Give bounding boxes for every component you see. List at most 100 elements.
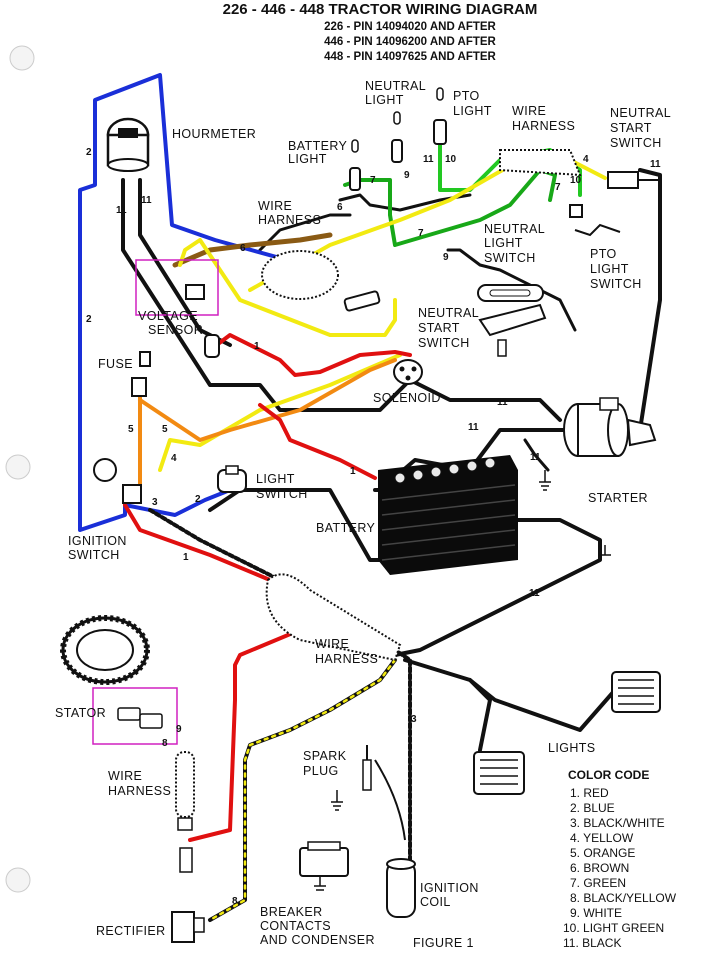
label-ignition-switch-2: SWITCH — [68, 548, 120, 562]
label-starter: STARTER — [588, 491, 648, 505]
wire-num: 3 — [411, 714, 417, 725]
wire-num: 7 — [555, 182, 561, 193]
label-neutral-light-1: NEUTRAL — [365, 79, 426, 93]
wire-orange — [138, 358, 397, 442]
subtitle-226: 226 - PIN 14094020 AND AFTER — [324, 21, 496, 33]
wire-num: 8 — [162, 738, 168, 749]
wire-num: 3 — [152, 497, 158, 508]
wire-num: 1 — [350, 466, 356, 477]
wire-num: 6 — [337, 202, 343, 213]
color-code-item: 1. RED — [570, 786, 609, 800]
label-neutral-start-top-3: SWITCH — [610, 136, 662, 150]
wire-yellow-fuse — [158, 353, 402, 472]
inline-fuse-holder — [343, 290, 381, 312]
label-pto-light-2: LIGHT — [453, 104, 492, 118]
label-ignition-coil-1: IGNITION — [420, 881, 479, 895]
hourmeter — [106, 117, 150, 172]
wire-num: 11 — [650, 159, 661, 170]
label-neutral-start-top-1: NEUTRAL — [610, 106, 671, 120]
color-code-item: 5. ORANGE — [570, 846, 635, 860]
wire-num: 7 — [418, 228, 424, 239]
label-pto-light-1: PTO — [453, 89, 480, 103]
subtitle-446: 446 - PIN 14096200 AND AFTER — [324, 36, 496, 48]
label-lights: LIGHTS — [548, 741, 596, 755]
neutral-light-switch — [477, 284, 544, 302]
wire-num: 2 — [86, 314, 92, 325]
stator-connector-highlight — [92, 687, 178, 745]
starter-motor — [563, 397, 657, 457]
label-neutral-light-switch-3: SWITCH — [484, 251, 536, 265]
ignition-coil — [386, 858, 416, 918]
label-breaker-1: BREAKER — [260, 905, 323, 919]
wire-num: 1 — [183, 552, 189, 563]
label-spark-plug-1: SPARK — [303, 749, 347, 763]
label-breaker-3: AND CONDENSER — [260, 933, 375, 947]
color-code-item: 11. BLACK — [563, 936, 621, 950]
wire-num: 4 — [583, 154, 589, 165]
wire-num: 11 — [497, 397, 508, 408]
wire-num: 9 — [443, 252, 449, 263]
neutral-light-bulb — [391, 111, 403, 163]
wire-num: 4 — [171, 453, 177, 464]
color-code-item: 2. BLUE — [570, 801, 615, 815]
stator-connector — [117, 707, 163, 729]
label-neutral-start-mid-3: SWITCH — [418, 336, 470, 350]
color-code-legend: COLOR CODE 1. RED 2. BLUE 3. BLACK/WHITE… — [563, 768, 677, 950]
voltage-sensor — [185, 284, 220, 358]
color-code-item: 8. BLACK/YELLOW — [570, 891, 677, 905]
label-battery: BATTERY — [316, 521, 376, 535]
wire-black-yellow-stripe — [208, 658, 397, 922]
wire-num: 10 — [445, 154, 457, 165]
wire-num: 5 — [162, 424, 168, 435]
color-code-item: 4. YELLOW — [570, 831, 634, 845]
wire-harness-lower — [265, 573, 402, 662]
ground-symbols — [314, 470, 611, 891]
wire-num: 7 — [370, 175, 376, 186]
wire-num: 9 — [404, 170, 410, 181]
label-rectifier: RECTIFIER — [96, 924, 166, 938]
wire-brown — [172, 232, 333, 268]
label-neutral-light-switch-1: NEUTRAL — [484, 222, 545, 236]
headlight-right — [611, 671, 661, 713]
battery-light-bulb — [349, 139, 361, 191]
wire-num: 11 — [141, 195, 152, 206]
wire-red-ignition — [123, 503, 272, 582]
wire-num: 9 — [176, 724, 182, 735]
label-solenoid: SOLENOID — [373, 391, 441, 405]
label-hourmeter: HOURMETER — [172, 127, 256, 141]
solenoid — [393, 359, 423, 385]
binder-hole-top — [9, 45, 35, 71]
wire-red-battery — [258, 403, 377, 480]
label-wire-harness-top-2: HARNESS — [512, 119, 575, 133]
wire-num: 2 — [195, 494, 201, 505]
wire-red-sensor — [208, 333, 412, 377]
spark-plug — [362, 745, 406, 841]
label-pto-light-switch-2: LIGHT — [590, 262, 629, 276]
wire-num: 11 — [468, 422, 479, 433]
subtitle-448: 448 - PIN 14097625 AND AFTER — [324, 51, 496, 63]
fuse — [131, 351, 151, 397]
wire-num: 2 — [86, 147, 92, 158]
wire-num: 5 — [128, 424, 134, 435]
label-battery-light-1: BATTERY — [288, 139, 348, 153]
label-pto-light-switch-3: SWITCH — [590, 277, 642, 291]
color-code-item: 7. GREEN — [570, 876, 626, 890]
breaker-contacts — [299, 841, 349, 877]
label-fuse: FUSE — [98, 357, 133, 371]
neutral-start-switch-mid — [478, 303, 547, 357]
label-neutral-light-2: LIGHT — [365, 93, 404, 107]
binder-hole-bottom — [5, 867, 31, 893]
label-light-switch-1: LIGHT — [256, 472, 295, 486]
label-ignition-switch-1: IGNITION — [68, 534, 127, 548]
neutral-start-switch-top — [607, 171, 660, 189]
label-ignition-coil-2: COIL — [420, 895, 451, 909]
voltage-sensor-highlight — [135, 259, 219, 316]
pto-light-bulb — [433, 87, 447, 145]
label-neutral-start-mid-1: NEUTRAL — [418, 306, 479, 320]
label-wire-harness-top-1: WIRE — [512, 104, 546, 118]
hourmeter-display — [118, 128, 138, 138]
label-spark-plug-2: PLUG — [303, 764, 339, 778]
label-wire-harness-stator-2: HARNESS — [108, 784, 171, 798]
label-wire-harness-mid-2: HARNESS — [258, 213, 321, 227]
